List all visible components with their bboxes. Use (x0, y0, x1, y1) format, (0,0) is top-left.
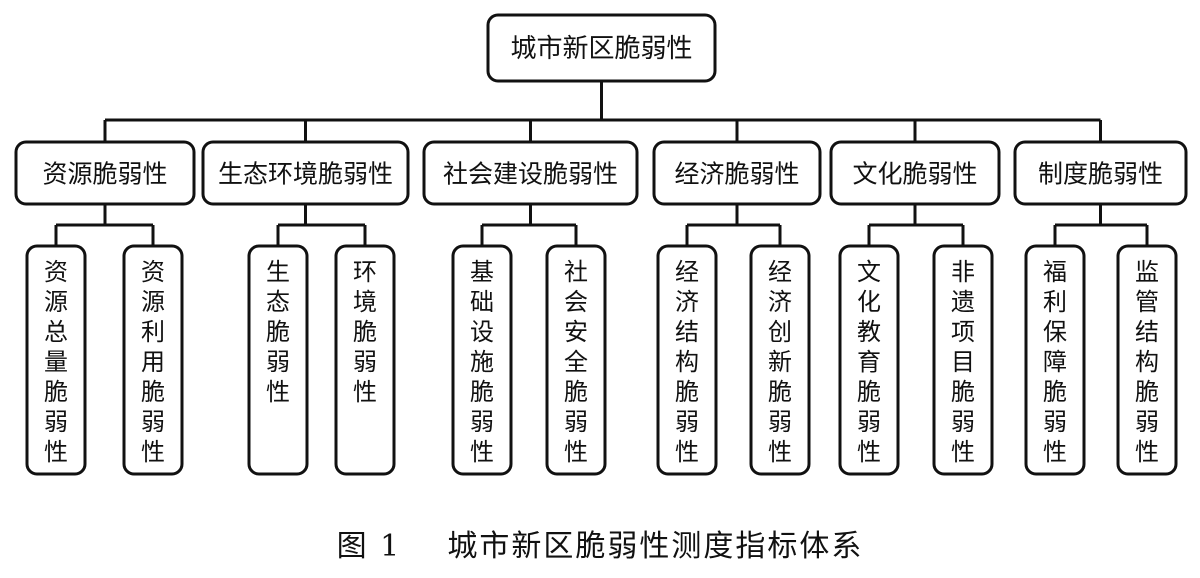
indicator-node-4-2 (749, 244, 811, 476)
indicator-node-1-1 (25, 244, 87, 476)
indicator-node-6-2 (1116, 244, 1178, 476)
indicator-label-1-1: 资源总量脆弱性 (44, 258, 68, 466)
figure-caption: 图 1 城市新区脆弱性测度指标体系 (336, 529, 864, 564)
indicator-label-2-1: 生态脆弱性 (266, 258, 290, 406)
dimension-label-2: 生态环境脆弱性 (218, 160, 393, 189)
root-node-label: 城市新区脆弱性 (510, 34, 692, 64)
indicator-label-3-2: 社会安全脆弱性 (564, 258, 588, 466)
indicator-node-3-1 (451, 244, 513, 476)
indicator-label-6-2: 监管结构脆弱性 (1135, 258, 1159, 466)
dimension-label-4: 经济脆弱性 (674, 160, 799, 189)
dimension-label-6: 制度脆弱性 (1038, 160, 1163, 189)
indicator-node-4-1 (656, 244, 718, 476)
indicator-node-2-1 (247, 244, 309, 476)
indicator-label-4-1: 经济结构脆弱性 (675, 258, 699, 466)
dimension-label-3: 社会建设脆弱性 (443, 160, 618, 189)
indicator-label-1-2: 资源利用脆弱性 (141, 258, 165, 466)
indicator-label-5-2: 非遗项目脆弱性 (951, 258, 975, 466)
indicator-node-6-1 (1024, 244, 1086, 476)
indicator-node-1-2 (122, 244, 184, 476)
indicator-label-2-2: 环境脆弱性 (353, 258, 377, 406)
indicator-node-5-2 (932, 244, 994, 476)
dimension-label-5: 文化脆弱性 (852, 160, 977, 189)
indicator-label-3-1: 基础设施脆弱性 (470, 258, 494, 466)
indicator-node-2-2 (334, 244, 396, 476)
indicator-label-6-1: 福利保障脆弱性 (1043, 258, 1067, 466)
indicator-node-5-1 (838, 244, 900, 476)
indicator-label-5-1: 文化教育脆弱性 (857, 258, 881, 466)
indicator-node-3-2 (545, 244, 607, 476)
indicator-label-4-2: 经济创新脆弱性 (768, 258, 792, 466)
dimension-label-1: 资源脆弱性 (42, 160, 167, 189)
